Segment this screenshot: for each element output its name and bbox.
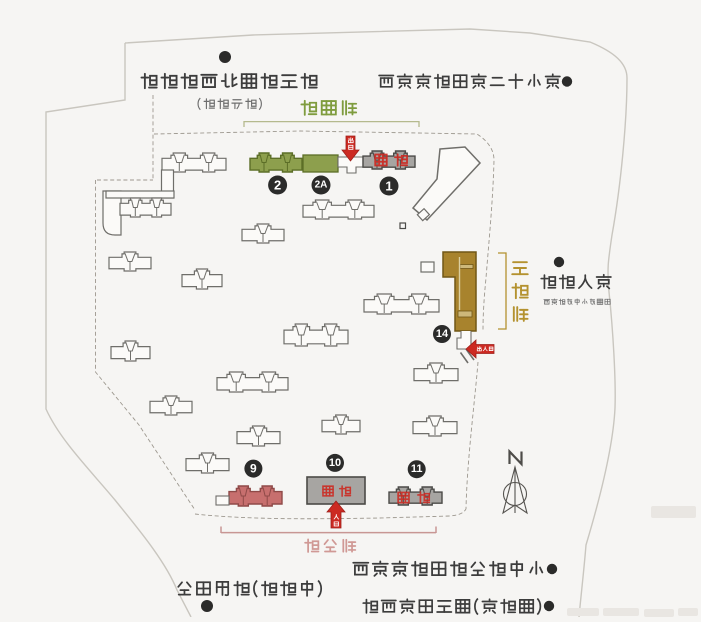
svg-text:1: 1 xyxy=(385,179,392,194)
svg-text:2A: 2A xyxy=(315,180,328,191)
svg-text:11: 11 xyxy=(411,463,423,475)
svg-text:2: 2 xyxy=(274,178,281,193)
svg-text:14: 14 xyxy=(436,328,449,340)
svg-text:10: 10 xyxy=(329,457,341,469)
svg-text:9: 9 xyxy=(250,462,257,476)
